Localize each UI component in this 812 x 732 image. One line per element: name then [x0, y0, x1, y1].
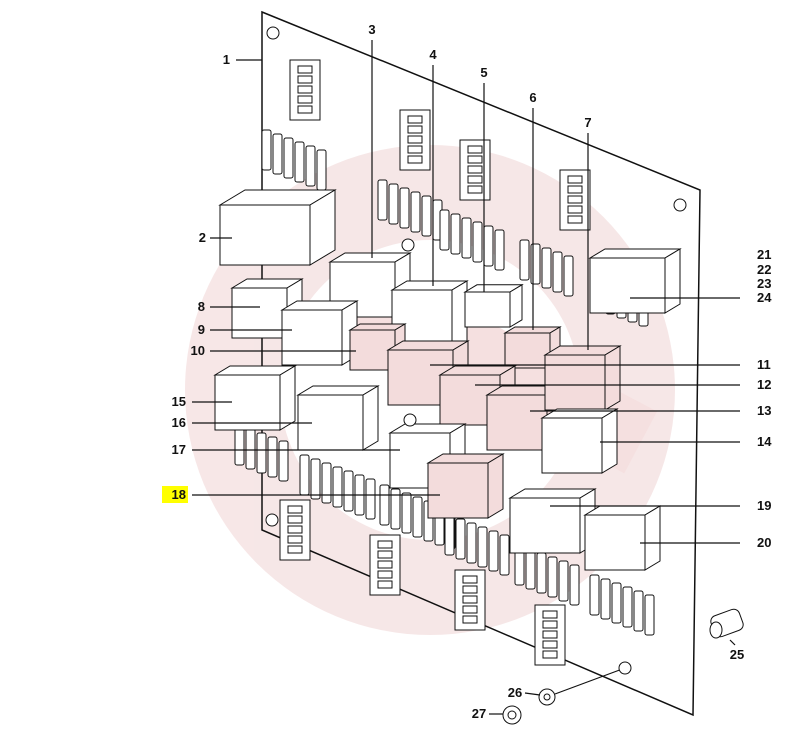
relay-5 [463, 283, 524, 328]
callout-24[interactable]: 24 [757, 290, 772, 305]
callout-18[interactable]: 18 [172, 487, 186, 502]
fuse-strip-2 [439, 209, 505, 271]
callout-17[interactable]: 17 [172, 442, 186, 457]
callout-11[interactable]: 11 [757, 357, 771, 372]
relay-14 [540, 408, 619, 474]
relay-15 [213, 365, 297, 431]
callout-6[interactable]: 6 [529, 90, 536, 105]
relay-2 [218, 189, 337, 266]
callout-16[interactable]: 16 [172, 415, 186, 430]
pin-header-3 [559, 169, 591, 231]
pin-header-0 [289, 59, 321, 121]
nut-27 [502, 705, 522, 725]
relay-9 [280, 300, 359, 366]
fuse-strip-8 [444, 514, 510, 576]
callout-15[interactable]: 15 [172, 394, 186, 409]
callout-26[interactable]: 26 [508, 685, 522, 700]
callout-20[interactable]: 20 [757, 535, 771, 550]
mounting-hole [266, 26, 280, 40]
mounting-hole [403, 413, 417, 427]
leader-line-25 [729, 639, 736, 646]
spacer-25 [709, 608, 744, 639]
relay-20 [583, 505, 662, 571]
relay-7 [543, 345, 622, 411]
relay-19 [508, 488, 597, 554]
pin-header-4 [279, 499, 311, 561]
fuse-strip-3 [519, 239, 574, 297]
circuit-board [261, 10, 701, 717]
mounting-hole [265, 513, 279, 527]
callout-23[interactable]: 23 [757, 276, 771, 291]
callout-5[interactable]: 5 [480, 65, 487, 80]
highlight-box [162, 486, 188, 503]
callout-2[interactable]: 2 [199, 230, 206, 245]
mounting-hole [401, 238, 415, 252]
callout-22[interactable]: 22 [757, 262, 771, 277]
pin-header-5 [369, 534, 401, 596]
callout-8[interactable]: 8 [198, 299, 205, 314]
callout-4[interactable]: 4 [429, 47, 437, 62]
callout-19[interactable]: 19 [757, 498, 771, 513]
callout-13[interactable]: 13 [757, 403, 771, 418]
callout-25[interactable]: 25 [730, 647, 744, 662]
fuse-strip-1 [377, 179, 443, 241]
callout-9[interactable]: 9 [198, 322, 205, 337]
relay-16 [296, 385, 380, 451]
washer-26 [538, 688, 556, 706]
callout-21[interactable]: 21 [757, 247, 771, 262]
mounting-hole [618, 661, 632, 675]
callout-12[interactable]: 12 [757, 377, 771, 392]
callout-27[interactable]: 27 [472, 706, 486, 721]
pin-header-1 [399, 109, 431, 171]
leader-line-26 [524, 692, 541, 696]
callout-1[interactable]: 1 [223, 52, 230, 67]
fuse-strip-10 [589, 574, 655, 636]
fuse-strip-0 [261, 129, 327, 191]
callout-14[interactable]: 14 [757, 434, 772, 449]
pin-header-7 [534, 604, 566, 666]
callout-7[interactable]: 7 [584, 115, 591, 130]
pin-header-6 [454, 569, 486, 631]
fuse-strip-9 [514, 544, 580, 606]
callout-3[interactable]: 3 [368, 22, 375, 37]
mounting-hole [673, 198, 687, 212]
pin-header-2 [459, 139, 491, 201]
callout-10[interactable]: 10 [191, 343, 205, 358]
relay-21-24 [588, 248, 682, 314]
relay-18 [426, 453, 505, 519]
